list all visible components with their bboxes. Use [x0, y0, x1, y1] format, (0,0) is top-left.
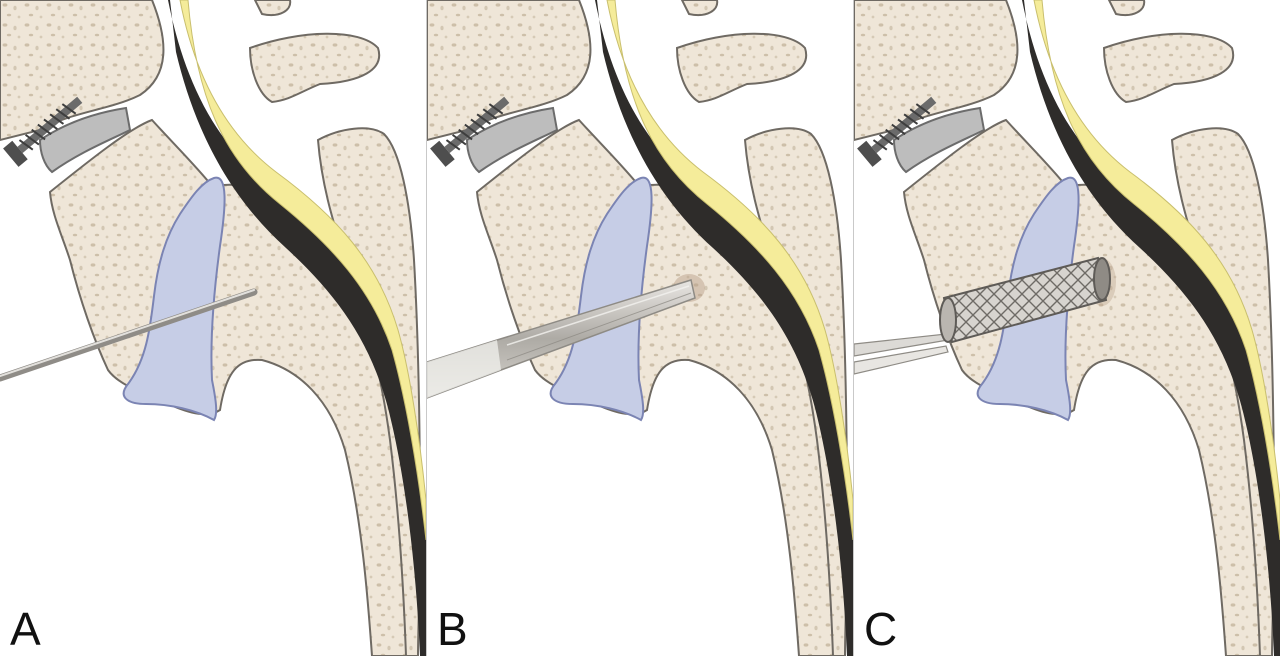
screw: [3, 96, 83, 167]
spinal-cord: [179, 0, 426, 541]
upper-posterior-bone: [1107, 0, 1146, 16]
intervertebral-disc: [892, 106, 986, 174]
dura-outer: [595, 0, 853, 656]
mesh-implant: [939, 256, 1116, 344]
dura-outer: [168, 0, 426, 656]
upper-spinous-process: [248, 32, 381, 104]
panel-b: B: [426, 0, 853, 656]
cyst: [549, 176, 653, 422]
intervertebral-disc: [465, 106, 559, 174]
spinal-cord: [1033, 0, 1280, 541]
screw: [857, 96, 937, 167]
panel-label-c: C: [864, 603, 898, 655]
upper-spinous-process: [1102, 32, 1235, 104]
intervertebral-disc: [38, 106, 132, 174]
panel-label-a: A: [10, 603, 41, 655]
delivery-rods: [854, 333, 949, 375]
panel-a-drawing: [0, 0, 426, 656]
upper-posterior-bone: [680, 0, 719, 16]
cyst: [122, 176, 226, 422]
guide-wire: [0, 288, 258, 382]
panel-c: C: [853, 0, 1280, 656]
panel-a: A: [0, 0, 426, 656]
panel-b-drawing: [427, 0, 853, 656]
tapered-dilator: [427, 274, 705, 399]
upper-posterior-bone: [253, 0, 292, 16]
screw: [430, 96, 510, 167]
upper-spinous-process: [675, 32, 808, 104]
spinal-cord: [606, 0, 853, 541]
panel-c-drawing: [854, 0, 1280, 656]
dura-outer: [1022, 0, 1280, 656]
panel-label-b: B: [437, 603, 468, 655]
